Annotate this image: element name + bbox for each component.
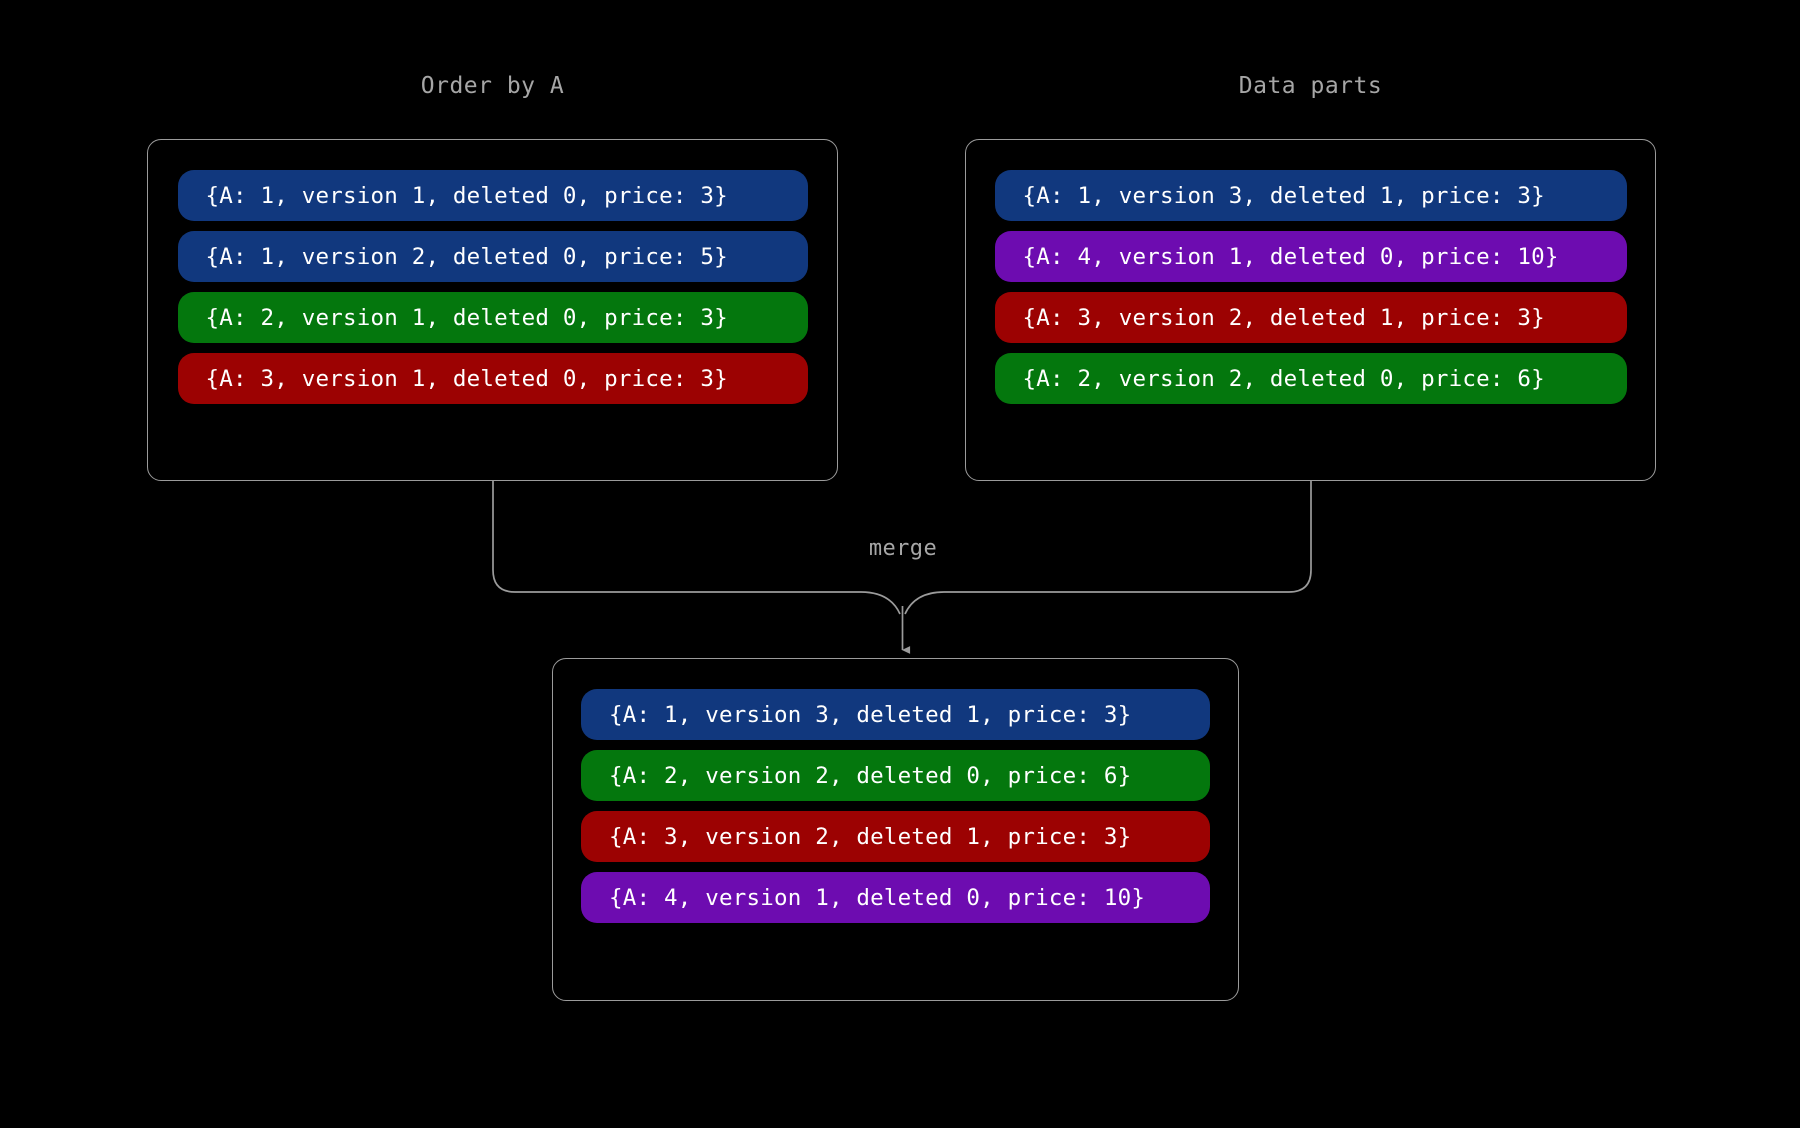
row-list-data-parts: {A: 1, version 3, deleted 1, price: 3} {… [966, 140, 1655, 404]
record-row: {A: 1, version 2, deleted 0, price: 5} [177, 231, 808, 282]
record-row: {A: 2, version 1, deleted 0, price: 3} [177, 292, 808, 343]
panel-data-parts: {A: 1, version 3, deleted 1, price: 3} {… [965, 139, 1656, 481]
panel-title-order-by-a: Order by A [420, 73, 565, 99]
record-row: {A: 1, version 3, deleted 1, price: 3} [581, 689, 1210, 740]
merge-label: merge [868, 536, 938, 561]
row-list-merged: {A: 1, version 3, deleted 1, price: 3} {… [553, 659, 1238, 923]
row-list-order-by-a: {A: 1, version 1, deleted 0, price: 3} {… [148, 140, 837, 404]
record-row: {A: 1, version 3, deleted 1, price: 3} [994, 170, 1627, 221]
record-row: {A: 2, version 2, deleted 0, price: 6} [581, 750, 1210, 801]
record-row: {A: 3, version 1, deleted 0, price: 3} [177, 353, 808, 404]
panel-title-data-parts: Data parts [1238, 73, 1383, 99]
record-row: {A: 3, version 2, deleted 1, price: 3} [994, 292, 1627, 343]
record-row: {A: 2, version 2, deleted 0, price: 6} [994, 353, 1627, 404]
record-row: {A: 3, version 2, deleted 1, price: 3} [581, 811, 1210, 862]
record-row: {A: 4, version 1, deleted 0, price: 10} [581, 872, 1210, 923]
record-row: {A: 4, version 1, deleted 0, price: 10} [994, 231, 1627, 282]
record-row: {A: 1, version 1, deleted 0, price: 3} [177, 170, 808, 221]
panel-merged-result: {A: 1, version 3, deleted 1, price: 3} {… [552, 658, 1239, 1001]
panel-order-by-a: {A: 1, version 1, deleted 0, price: 3} {… [147, 139, 838, 481]
